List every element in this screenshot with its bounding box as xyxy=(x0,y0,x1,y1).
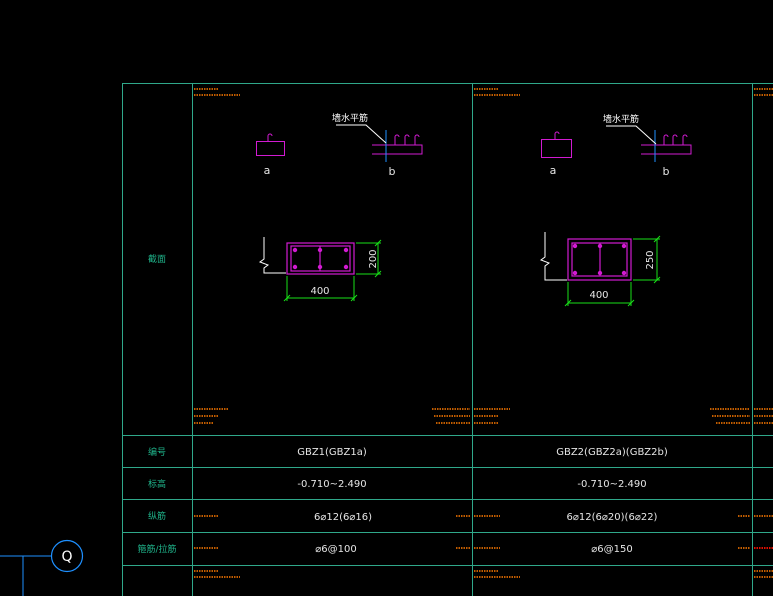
row-label-stirrup: 箍筋/拉筋 xyxy=(137,543,176,555)
axis-marker[interactable]: Q xyxy=(0,539,84,596)
section-dimensions xyxy=(564,235,661,307)
cell-number[interactable]: GBZ1(GBZ1a) xyxy=(297,447,367,458)
cell-stirrup[interactable]: ⌀6@150 xyxy=(591,544,632,555)
row-label-long-bar: 纵筋 xyxy=(148,510,166,522)
rebar-hook-detail-icon xyxy=(372,134,423,155)
break-line-icon xyxy=(258,237,286,274)
attribute-annotations xyxy=(194,88,773,578)
callout-pointer xyxy=(606,125,657,145)
column-gbz2[interactable]: a 墙水平筋 b 400 250 xyxy=(539,113,692,555)
detail-b-label: b xyxy=(663,165,670,178)
rebar-hook-detail-icon xyxy=(641,134,692,155)
callout-label: 墙水平筋 xyxy=(603,113,639,125)
section-height-dim: 200 xyxy=(368,249,379,268)
cell-long-bar[interactable]: 6⌀12(6⌀16) xyxy=(314,512,372,523)
detail-a-label: a xyxy=(264,164,271,177)
section-dimensions xyxy=(283,239,382,302)
axis-bubble-icon xyxy=(50,539,84,573)
section-height-dim: 250 xyxy=(645,250,656,269)
break-line-icon xyxy=(539,232,567,281)
column-section-2 xyxy=(567,238,632,281)
column-gbz1[interactable]: a 墙水平筋 b 400 200 xyxy=(256,112,423,555)
axis-label: Q xyxy=(61,549,72,565)
row-labels: 截面 编号 标高 纵筋 箍筋/拉筋 xyxy=(137,253,176,555)
rebar-hook-detail-icon xyxy=(256,133,285,156)
column-section-1 xyxy=(286,242,355,275)
section-width-dim: 400 xyxy=(310,286,329,297)
callout-label: 墙水平筋 xyxy=(332,112,368,124)
detail-b-label: b xyxy=(389,165,396,178)
cell-stirrup[interactable]: ⌀6@100 xyxy=(315,544,356,555)
section-width-dim: 400 xyxy=(589,290,608,301)
cell-elevation[interactable]: -0.710~2.490 xyxy=(297,479,366,490)
table-grid xyxy=(122,83,773,596)
callout-pointer xyxy=(336,124,387,144)
rebar-hook-detail-icon xyxy=(541,131,572,158)
detail-a-label: a xyxy=(550,164,557,177)
cell-number[interactable]: GBZ2(GBZ2a)(GBZ2b) xyxy=(556,447,668,458)
row-label-number: 编号 xyxy=(148,446,166,458)
cell-elevation[interactable]: -0.710~2.490 xyxy=(577,479,646,490)
cell-long-bar[interactable]: 6⌀12(6⌀20)(6⌀22) xyxy=(567,512,658,523)
row-label-section: 截面 xyxy=(148,253,166,265)
row-label-elevation: 标高 xyxy=(148,478,166,490)
table-border xyxy=(122,83,773,596)
